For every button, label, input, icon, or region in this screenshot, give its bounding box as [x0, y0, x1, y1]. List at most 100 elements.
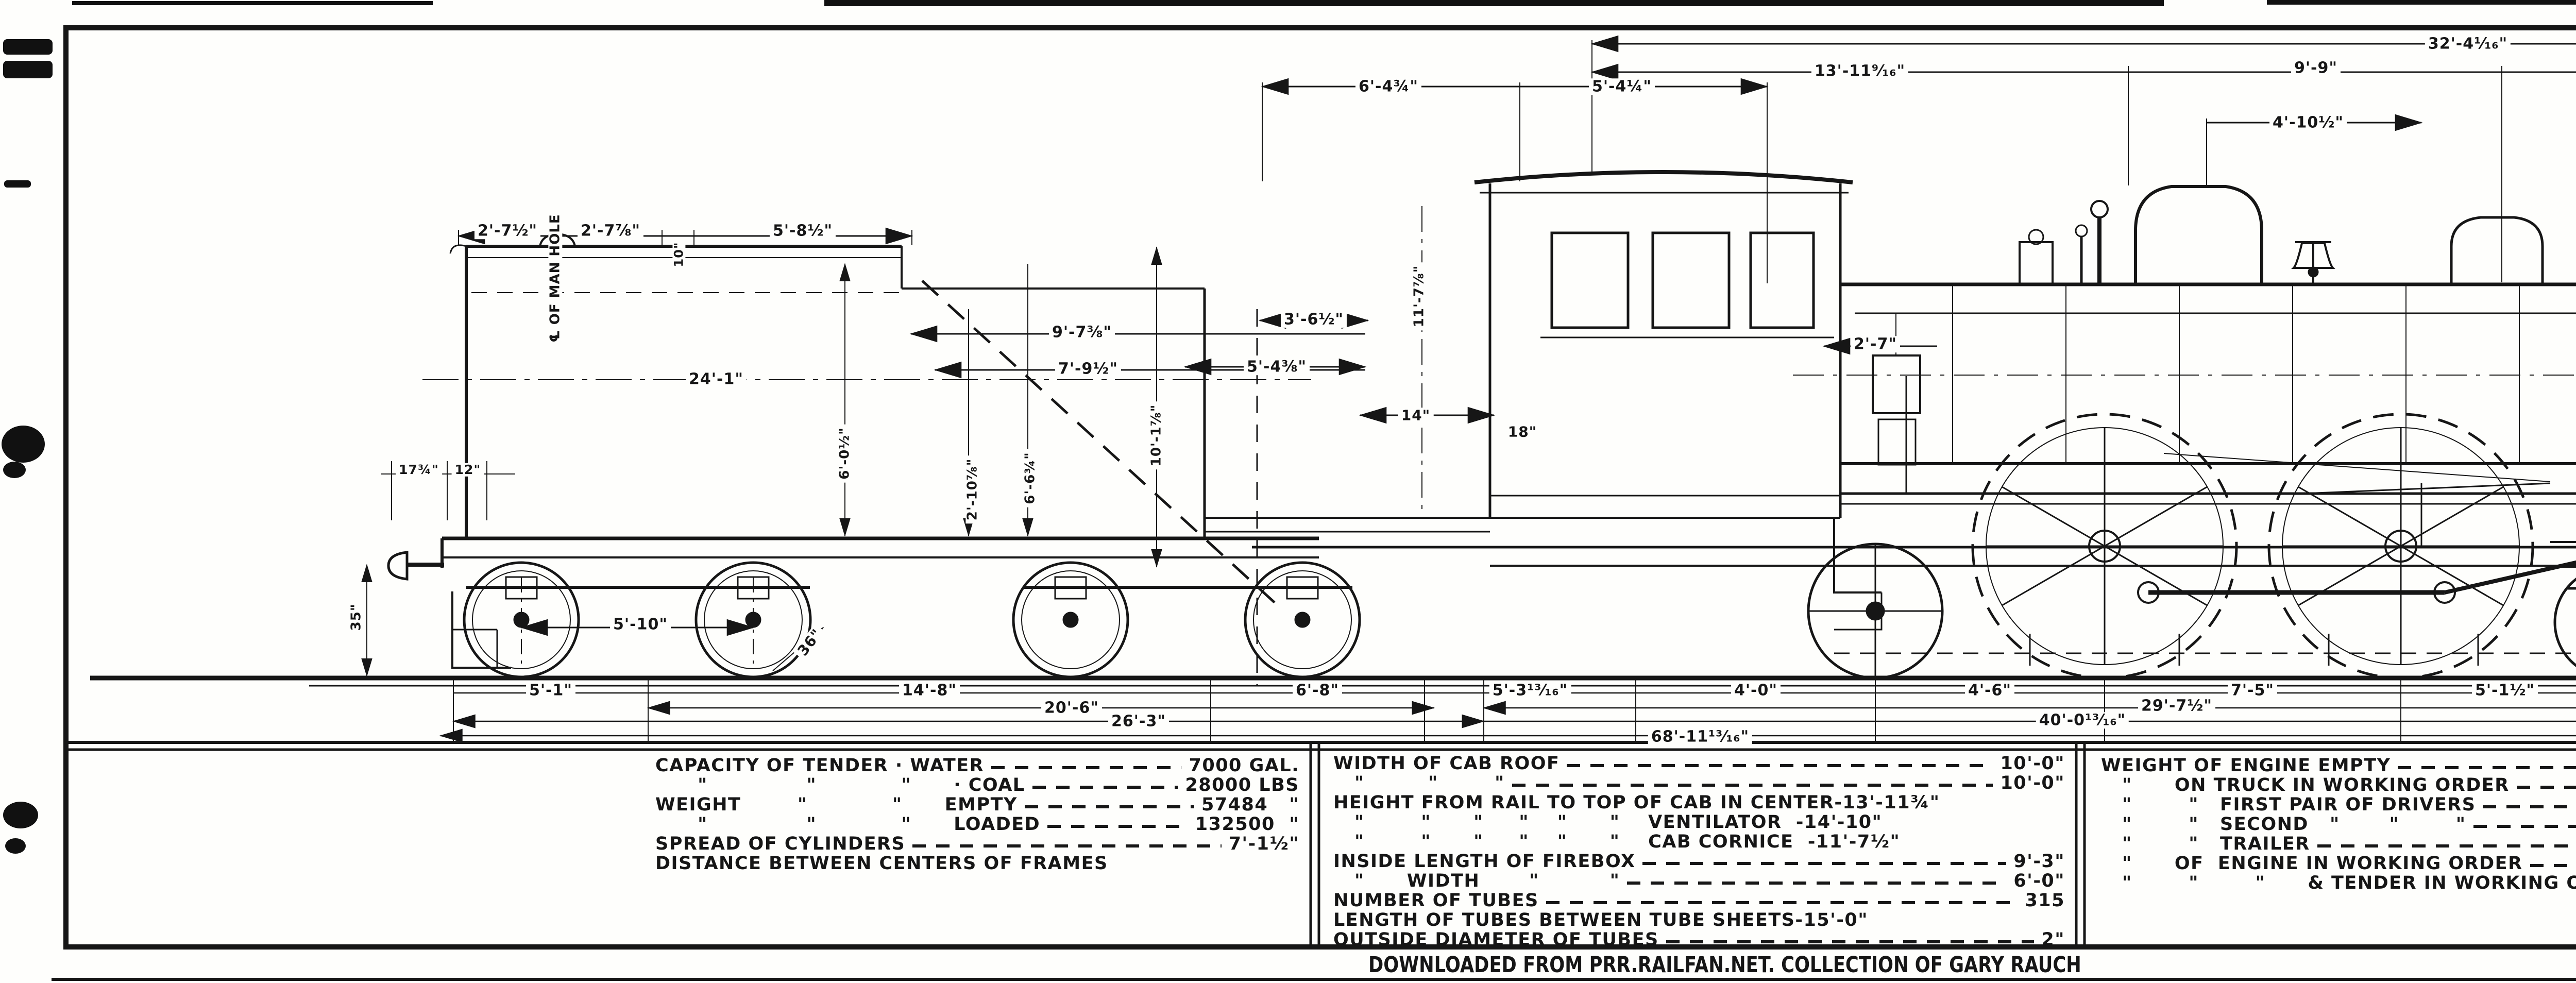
leader-dashes	[1642, 862, 2007, 865]
caption: DOWNLOADED FROM PRR.RAILFAN.NET. COLLECT…	[1368, 952, 2081, 978]
spec-value: 7'-1½"	[1228, 834, 1299, 854]
spec-label: INSIDE LENGTH OF FIREBOX	[1333, 851, 1636, 872]
spec-row: " WIDTH " " 6'-0"	[1333, 871, 2065, 891]
spec-label: CAPACITY OF TENDER · WATER	[655, 755, 985, 776]
spec-value: 10'-0"	[2000, 773, 2065, 793]
main-rod	[2444, 560, 2576, 595]
spec-row: WIDTH OF CAB ROOF 10'-0"	[1333, 753, 2065, 774]
leader-dashes	[1567, 764, 1993, 767]
tender-wheels	[463, 561, 1361, 679]
spec-table-weights: WEIGHT OF ENGINE EMPTY " ON TRUCK IN WOR…	[2101, 755, 2576, 893]
cab-window	[1749, 231, 1815, 329]
spec-value: 11'-7½"	[1816, 832, 1901, 852]
cab	[1474, 170, 1883, 631]
spec-value: 2"	[2041, 929, 2065, 950]
spec-row: CAPACITY OF TENDER · WATER 7000 GAL.	[655, 755, 1299, 776]
pilot-truck-wheels	[2553, 578, 2576, 667]
spec-value: 57484 "	[1201, 794, 1299, 815]
rear-coupler	[387, 551, 409, 581]
spec-row: LENGTH OF TUBES BETWEEN TUBE SHEETS-15'-…	[1333, 910, 2065, 930]
tender	[387, 232, 1361, 685]
spec-row: WEIGHT " " EMPTY 57484 "	[655, 794, 1299, 815]
spec-table-boiler-cab: WIDTH OF CAB ROOF 10'-0" " " " 10'-0" HEIGH…	[1333, 753, 2065, 950]
spec-label: " " " & TENDER IN WORKING ORDER-	[2122, 873, 2576, 893]
spec-row: " ON TRUCK IN WORKING ORDER39,600 LBS.	[2101, 775, 2576, 795]
spec-label: LENGTH OF TUBES BETWEEN TUBE SHEETS-	[1333, 910, 1804, 930]
boiler	[1793, 282, 2576, 505]
spec-label: " ON TRUCK IN WORKING ORDER	[2101, 775, 2510, 795]
spec-row: " " " " " " CAB CORNICE -11'-7½"	[1333, 832, 2065, 852]
leader-dashes	[1666, 940, 2035, 943]
rail-lines	[90, 675, 2576, 687]
leader-dashes	[912, 844, 1222, 848]
spec-row: SPREAD OF CYLINDERS 7'-1½"	[655, 834, 1299, 854]
spec-label: OUTSIDE DIAMETER OF TUBES	[1333, 929, 1659, 950]
spec-row: " " " & TENDER IN WORKING ORDER-339,300 …	[2101, 873, 2576, 893]
cab-window	[1550, 231, 1630, 329]
spec-row: " " FIRST PAIR OF DRIVERS59,600 "	[2101, 794, 2576, 815]
leader-dashes	[1546, 901, 2018, 904]
spec-row: NUMBER OF TUBES 315	[1333, 890, 2065, 911]
spec-row: OUTSIDE DIAMETER OF TUBES 2"	[1333, 929, 2065, 950]
spec-label: " " " " " " CAB CORNICE -	[1333, 832, 1816, 852]
leader-dashes	[2516, 786, 2576, 789]
spec-label: WIDTH OF CAB ROOF	[1333, 753, 1560, 774]
spec-label: HEIGHT FROM RAIL TO TOP OF CAB IN CENTER…	[1333, 792, 1843, 813]
spec-label: NUMBER OF TUBES	[1333, 890, 1539, 911]
leader-dashes	[1512, 784, 1993, 787]
spec-label: " " " " " " VENTILATOR -	[1333, 812, 1804, 833]
spec-label: " WIDTH " "	[1333, 871, 1620, 891]
air-pump	[1872, 354, 1921, 414]
spec-row: " " " LOADED 132500 "	[655, 814, 1299, 835]
whistle	[2075, 224, 2088, 238]
steam-dome	[2134, 185, 2263, 284]
spec-label: " " "	[1333, 773, 1505, 793]
spec-row: WEIGHT OF ENGINE EMPTY	[2101, 755, 2576, 776]
spec-label: " OF ENGINE IN WORKING ORDER	[2101, 853, 2523, 874]
bell	[2291, 241, 2335, 284]
spec-label: SPREAD OF CYLINDERS	[655, 834, 906, 854]
leader-dashes	[1024, 805, 1194, 808]
leader-dashes	[991, 766, 1182, 769]
leader-dashes	[2398, 766, 2576, 769]
spec-value: 28000 LBS	[1185, 775, 1299, 795]
spec-value: 315	[2025, 890, 2065, 911]
spec-value: 7000 GAL.	[1189, 755, 1299, 776]
spec-row: " " " " " " VENTILATOR -14'-10"	[1333, 812, 2065, 833]
leader-dashes	[1032, 786, 1178, 789]
leader-dashes	[2317, 844, 2576, 848]
leader-dashes	[2473, 825, 2576, 828]
spec-row: " " TRAILER43,300 "	[2101, 834, 2576, 854]
driver-wheels	[1971, 413, 2534, 680]
spec-row: " " " · COAL 28000 LBS	[655, 775, 1299, 795]
spec-row: DISTANCE BETWEEN CENTERS OF FRAMES	[655, 853, 1299, 874]
coal-slope	[921, 280, 1279, 606]
spec-row: " " " 10'-0"	[1333, 773, 2065, 793]
spec-label: DISTANCE BETWEEN CENTERS OF FRAMES	[655, 853, 1108, 874]
spec-label: " " " · COAL	[655, 775, 1025, 795]
spec-label: WEIGHT " " EMPTY	[655, 794, 1018, 815]
leader-dashes	[2530, 864, 2576, 867]
locomotive	[1205, 170, 2576, 680]
trailing-wheel	[1807, 543, 1944, 680]
spec-label: WEIGHT OF ENGINE EMPTY	[2101, 755, 2391, 776]
spec-label: " " TRAILER	[2101, 834, 2310, 854]
sand-dome	[2450, 216, 2544, 284]
spec-row: " " SECOND " " "64,300 "	[2101, 814, 2576, 835]
scan-artifacts	[2, 0, 2576, 854]
spec-value: 6'-0"	[2013, 871, 2065, 891]
spec-value: 132500 "	[1195, 814, 1299, 835]
leader-dashes	[1627, 882, 2007, 885]
spec-value: 10'-0"	[2000, 753, 2065, 774]
spec-value: 15'-0"	[1803, 910, 1868, 930]
spec-value: 14'-10"	[1804, 812, 1883, 833]
spec-label: " " FIRST PAIR OF DRIVERS	[2101, 794, 2476, 815]
generator	[2019, 241, 2054, 285]
spec-label: " " SECOND " " "	[2101, 814, 2466, 835]
spec-value: 9'-3"	[2013, 851, 2065, 872]
cab-window	[1651, 231, 1731, 329]
spec-row: HEIGHT FROM RAIL TO TOP OF CAB IN CENTER…	[1333, 792, 2065, 813]
spec-table-tender: CAPACITY OF TENDER · WATER 7000 GAL. " " …	[655, 755, 1299, 874]
spec-label: " " " LOADED	[655, 814, 1041, 835]
